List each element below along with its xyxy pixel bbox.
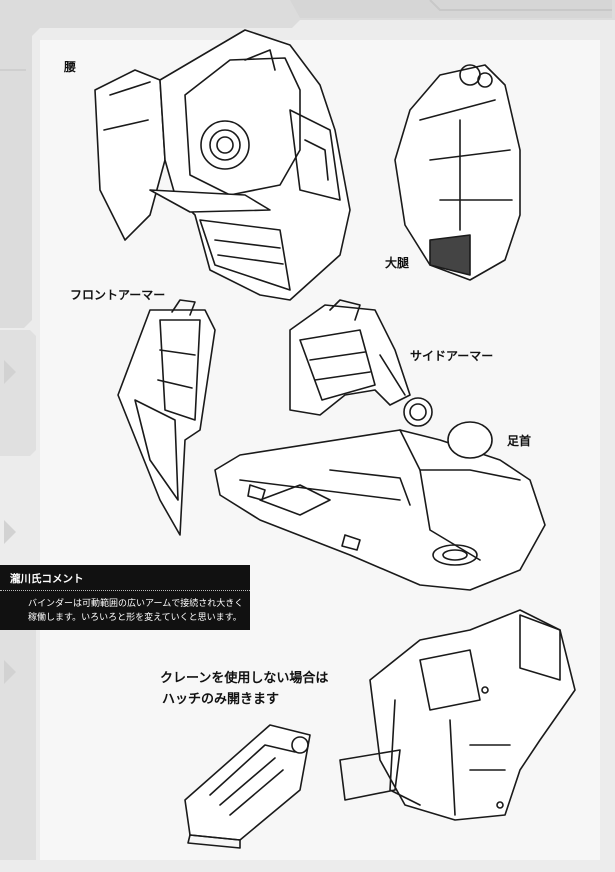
ankle-sketch: [214, 397, 546, 591]
comment-title: 瀧川氏コメント: [10, 573, 84, 585]
thigh-sketch: [394, 64, 521, 281]
comment-divider: [0, 590, 250, 591]
side-armor-sketch: [289, 299, 411, 416]
label-front-armor: フロントアーマー: [70, 288, 166, 302]
label-crane-note-line1: クレーンを使用しない場合は: [160, 671, 329, 686]
label-crane-note-line2: ハッチのみ開きます: [162, 692, 280, 707]
waist-sketch: [94, 29, 351, 301]
comment-line-1: バインダーは可動範囲の広いアームで接続され大きく: [28, 599, 244, 609]
label-side-armor: サイドアーマー: [410, 349, 494, 363]
crane-sketch: [339, 609, 576, 821]
label-waist: 腰: [64, 60, 77, 74]
comment-header: 瀧川氏コメント: [0, 565, 250, 592]
front-armor-sketch: [117, 299, 216, 536]
hatch-sketch: [184, 724, 311, 849]
label-ankle: 足首: [507, 434, 532, 448]
label-thigh: 大腿: [385, 256, 410, 270]
comment-body: バインダーは可動範囲の広いアームで接続され大きく 稼働します。いろいろと形を変え…: [0, 592, 250, 630]
comment-line-2: 稼働します。いろいろと形を変えていくと思います。: [28, 613, 242, 623]
